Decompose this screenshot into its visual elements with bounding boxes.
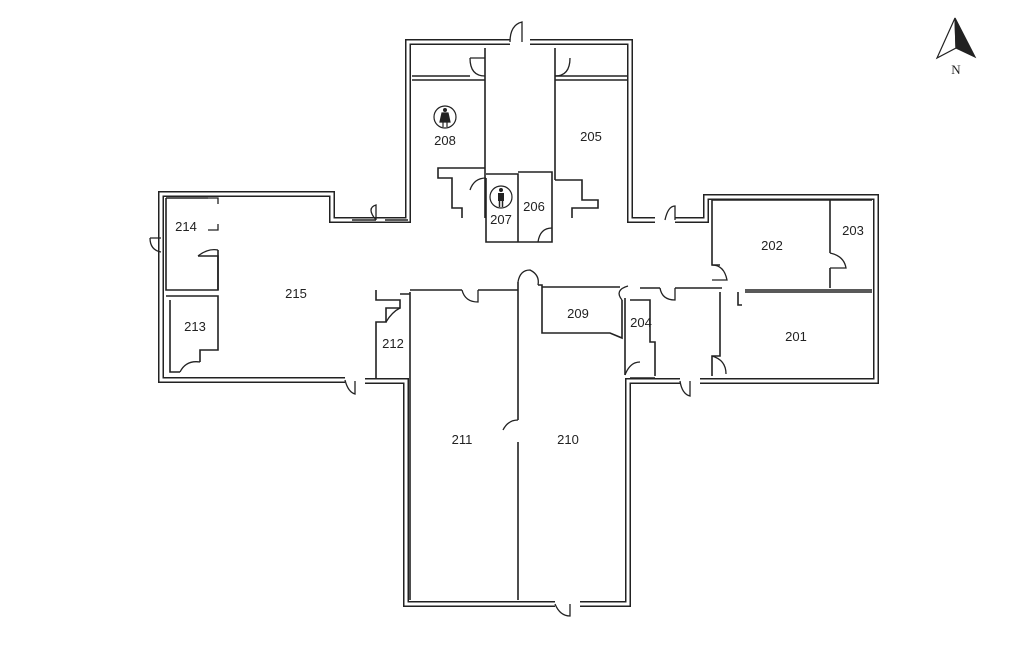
- room-201-label: 201: [785, 329, 807, 344]
- room-209-label: 209: [567, 306, 589, 321]
- room-207-label: 207: [490, 212, 512, 227]
- room-205-label: 205: [580, 129, 602, 144]
- room-204-label: 204: [630, 315, 652, 330]
- room-211-label: 211: [452, 432, 473, 447]
- room-208-label: 208: [434, 133, 456, 148]
- room-206-label: 206: [523, 199, 545, 214]
- room-213-label: 213: [184, 319, 206, 334]
- female-restroom-icon: [433, 105, 457, 129]
- room-203-label: 203: [842, 223, 864, 238]
- room-214-label: 214: [175, 219, 197, 234]
- doors: [149, 21, 847, 617]
- exterior-walls: [158, 39, 879, 607]
- compass-north-label: N: [951, 62, 961, 77]
- room-labels: 208 205 207 206 214 215 213 212 211 210 …: [175, 129, 864, 447]
- room-215-label: 215: [285, 286, 307, 301]
- male-restroom-icon: [489, 185, 513, 209]
- north-arrow-icon: N: [935, 17, 977, 77]
- room-212-label: 212: [382, 336, 404, 351]
- room-202-label: 202: [761, 238, 783, 253]
- room-210-label: 210: [557, 432, 579, 447]
- interior-walls: [165, 48, 872, 600]
